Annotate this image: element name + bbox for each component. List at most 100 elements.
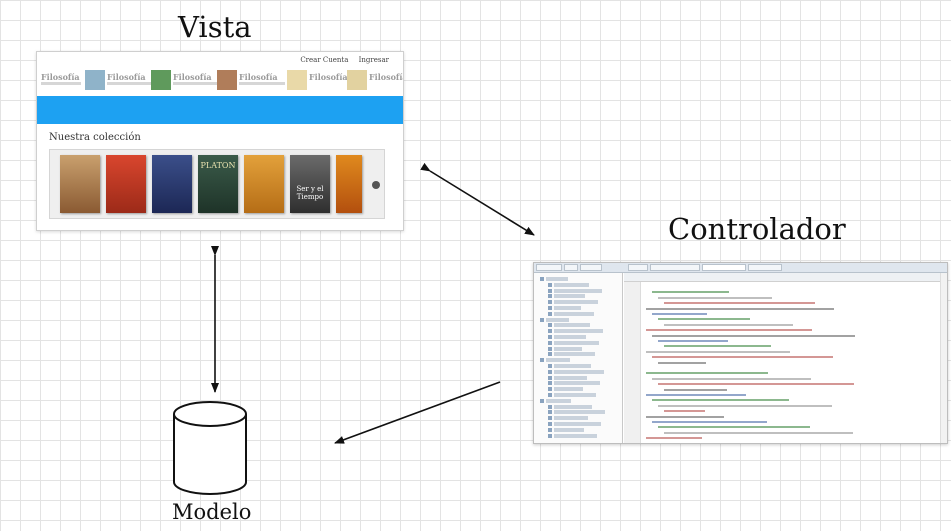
code-line bbox=[652, 334, 855, 337]
tree-file-icon bbox=[548, 300, 552, 305]
code-line bbox=[652, 313, 707, 315]
logo-subtext bbox=[173, 82, 219, 85]
vista-logo-strip: Filosofía Filosofía Filosofía Filosofía … bbox=[41, 68, 403, 94]
tree-row bbox=[554, 393, 596, 397]
book-title: Ser y el Tiempo bbox=[296, 185, 324, 201]
ide-tab bbox=[628, 264, 648, 271]
tree-file-icon bbox=[548, 427, 552, 432]
database-cylinder-icon bbox=[173, 401, 247, 495]
tree-row bbox=[546, 277, 568, 281]
code-line bbox=[664, 431, 853, 434]
crear-cuenta-link: Crear Cuenta bbox=[300, 56, 349, 64]
vista-blue-bar bbox=[37, 96, 403, 124]
logo-text: Filosofía bbox=[107, 72, 146, 82]
tree-file-icon bbox=[548, 346, 552, 351]
code-line bbox=[652, 291, 729, 294]
vista-controlador-arrow bbox=[420, 162, 535, 236]
tree-file-icon bbox=[548, 329, 552, 334]
modelo-label: Modelo bbox=[172, 500, 252, 524]
logo-subtext bbox=[107, 82, 153, 85]
vista-screenshot: Crear Cuenta Ingresar Filosofía Filosofí… bbox=[36, 51, 404, 231]
editor-toolbar bbox=[624, 273, 941, 282]
code-line bbox=[658, 340, 728, 342]
ide-tab-bar bbox=[534, 263, 947, 273]
code-line bbox=[664, 302, 815, 305]
tree-file-icon bbox=[540, 317, 544, 322]
logo-thumbnail bbox=[85, 70, 105, 90]
logo-text: Filosofía bbox=[369, 72, 404, 82]
code-line bbox=[658, 426, 810, 429]
code-line bbox=[646, 394, 746, 396]
tree-row bbox=[554, 422, 601, 426]
tree-row bbox=[554, 288, 602, 293]
carousel-next-icon bbox=[372, 181, 380, 189]
tree-row bbox=[554, 387, 583, 392]
book-carousel: PLATON Ser y el Tiempo bbox=[49, 149, 385, 219]
code-line bbox=[652, 377, 811, 380]
code-line bbox=[658, 318, 750, 321]
tree-row bbox=[554, 329, 603, 334]
code-line bbox=[664, 410, 705, 413]
code-line bbox=[658, 296, 772, 299]
ide-tab bbox=[580, 264, 602, 271]
tree-file-icon bbox=[548, 323, 552, 328]
tree-file-icon bbox=[548, 306, 552, 310]
logo-thumbnail bbox=[217, 70, 237, 90]
tree-row bbox=[554, 335, 586, 339]
tree-row bbox=[554, 282, 589, 287]
book-cover bbox=[152, 155, 192, 213]
tree-file-icon bbox=[540, 277, 544, 281]
tree-file-icon bbox=[548, 369, 552, 374]
tree-file-icon bbox=[548, 294, 552, 299]
code-line bbox=[646, 307, 834, 310]
tree-row bbox=[546, 398, 571, 403]
tree-row bbox=[546, 317, 569, 322]
tree-row bbox=[554, 352, 595, 357]
code-line bbox=[646, 415, 724, 418]
tree-file-icon bbox=[548, 433, 552, 438]
tree-file-icon bbox=[548, 311, 552, 316]
code-line bbox=[646, 329, 812, 332]
tree-row bbox=[546, 358, 570, 363]
tree-file-icon bbox=[548, 375, 552, 380]
book-cover bbox=[106, 155, 146, 213]
tree-file-icon bbox=[540, 398, 544, 403]
ingresar-link: Ingresar bbox=[358, 56, 389, 64]
controlador-modelo-arrow bbox=[334, 381, 501, 444]
logo-thumbnail bbox=[347, 70, 367, 90]
tree-row bbox=[554, 427, 584, 432]
tree-file-icon bbox=[548, 288, 552, 293]
ide-tab bbox=[748, 264, 782, 271]
tree-row bbox=[554, 375, 587, 380]
code-line bbox=[652, 421, 767, 423]
code-line bbox=[652, 442, 745, 443]
ide-tab bbox=[564, 264, 578, 271]
tree-file-icon bbox=[548, 387, 552, 392]
code-line bbox=[664, 323, 793, 326]
logo-thumbnail bbox=[287, 70, 307, 90]
logo-text: Filosofía bbox=[309, 72, 348, 82]
code-line bbox=[646, 437, 702, 440]
tree-file-icon bbox=[548, 335, 552, 339]
vista-top-links: Crear Cuenta Ingresar bbox=[292, 56, 389, 64]
tree-row bbox=[554, 364, 591, 368]
book-cover: Ser y el Tiempo bbox=[290, 155, 330, 213]
tree-row bbox=[554, 300, 598, 305]
tree-file-icon bbox=[548, 364, 552, 368]
tree-row bbox=[554, 311, 594, 316]
code-line bbox=[658, 404, 832, 407]
code-line bbox=[646, 350, 790, 353]
vista-bottom-edge bbox=[37, 224, 403, 230]
tree-file-icon bbox=[548, 393, 552, 397]
section-heading: Nuestra colección bbox=[49, 132, 141, 143]
tree-file-icon bbox=[548, 404, 552, 409]
logo-text: Filosofía bbox=[173, 72, 212, 82]
editor-scrollbar bbox=[940, 273, 947, 443]
ide-tab bbox=[702, 264, 746, 271]
project-tree bbox=[534, 273, 623, 443]
book-cover bbox=[336, 155, 362, 213]
tree-file-icon bbox=[548, 410, 552, 415]
tree-file-icon bbox=[548, 381, 552, 386]
tree-row bbox=[554, 294, 585, 299]
